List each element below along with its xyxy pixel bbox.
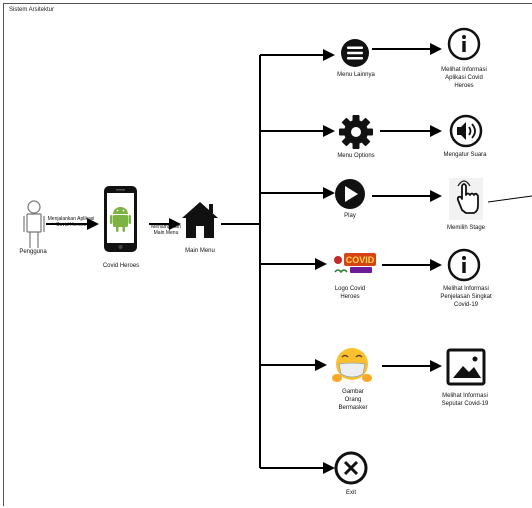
svg-text:COVID: COVID (346, 255, 375, 265)
play-icon (335, 179, 365, 209)
target-label-stage: Memilih Stage (446, 225, 485, 231)
close-icon (334, 451, 368, 485)
menu-icon (341, 39, 369, 67)
info-icon (447, 27, 481, 61)
target-arrows (372, 43, 442, 372)
main-menu-label: Main Menu (185, 248, 215, 254)
branch-label-play: Play (344, 213, 356, 219)
branch-label-menu-options: Menu Options (337, 153, 375, 159)
covid-logo-icon: COVID (334, 253, 376, 274)
info-icon (447, 248, 481, 282)
branch-arrows (260, 49, 335, 474)
user-actor-icon (23, 200, 45, 248)
image-icon (446, 348, 486, 386)
masked-face-icon (332, 348, 372, 382)
edge-continuation (487, 195, 532, 203)
edge-actor-app-label: Menjalankan Aplikasi Covid Heroes (47, 216, 95, 228)
edge-app-mainmenu-label: Menampilkan Main Menu (151, 224, 181, 236)
target-label-covid-info: Melihat Informasi Penjelasan Singkat Cov… (440, 286, 492, 308)
smartphone-android-icon (104, 186, 137, 252)
actor-label: Pengguna (19, 249, 47, 255)
diagram-title: Sistem Arsitektur (9, 7, 55, 13)
branch-trunk (221, 55, 261, 468)
speaker-icon (449, 114, 483, 148)
target-label-suara: Mengatur Suara (443, 152, 487, 158)
target-label-seputar: Melihat Informasi Seputar Covid-19 (441, 393, 489, 407)
hand-pointer-icon (449, 178, 483, 220)
branch-label-masker: Gambar Orang Bermasker (338, 389, 368, 411)
branch-label-menu-lainnya: Menu Lainnya (337, 72, 375, 78)
branch-label-exit: Exit (345, 490, 356, 496)
branch-label-logo: Logo Covid Heroes (334, 286, 366, 300)
target-label-info-app: Melihat Informasi Aplikasi Covid Heroes (441, 67, 487, 89)
home-icon (182, 202, 218, 238)
gear-icon (339, 115, 373, 149)
diagram-frame (3, 3, 532, 506)
app-label: Covid Heroes (102, 263, 140, 269)
